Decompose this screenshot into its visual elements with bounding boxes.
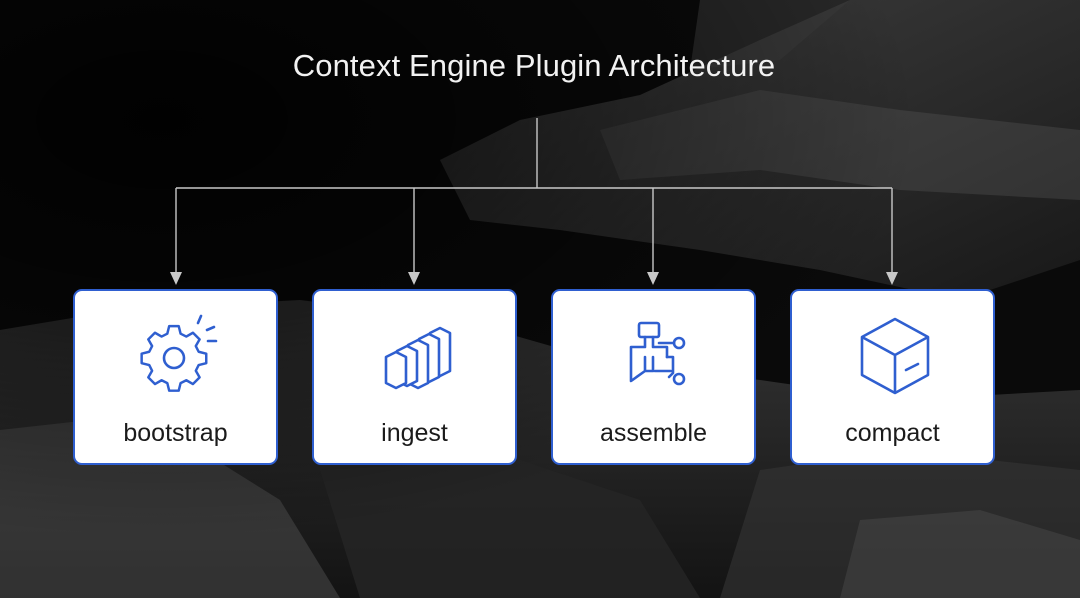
stage-card-ingest: ingest xyxy=(312,289,517,465)
stage-label: assemble xyxy=(553,419,754,448)
gear-icon xyxy=(137,313,219,395)
arrowhead-ingest xyxy=(408,272,420,285)
stage-card-compact: compact xyxy=(790,289,995,465)
arrowhead-assemble xyxy=(647,272,659,285)
cube-icon xyxy=(854,313,936,395)
arrowhead-bootstrap xyxy=(170,272,182,285)
flow-assembly-icon xyxy=(615,313,697,395)
stage-label: ingest xyxy=(314,419,515,448)
stage-label: bootstrap xyxy=(75,419,276,448)
stage-label: compact xyxy=(792,419,993,448)
stage-card-bootstrap: bootstrap xyxy=(73,289,278,465)
stacked-pages-icon xyxy=(376,313,458,395)
arrowhead-compact xyxy=(886,272,898,285)
stage-card-assemble: assemble xyxy=(551,289,756,465)
